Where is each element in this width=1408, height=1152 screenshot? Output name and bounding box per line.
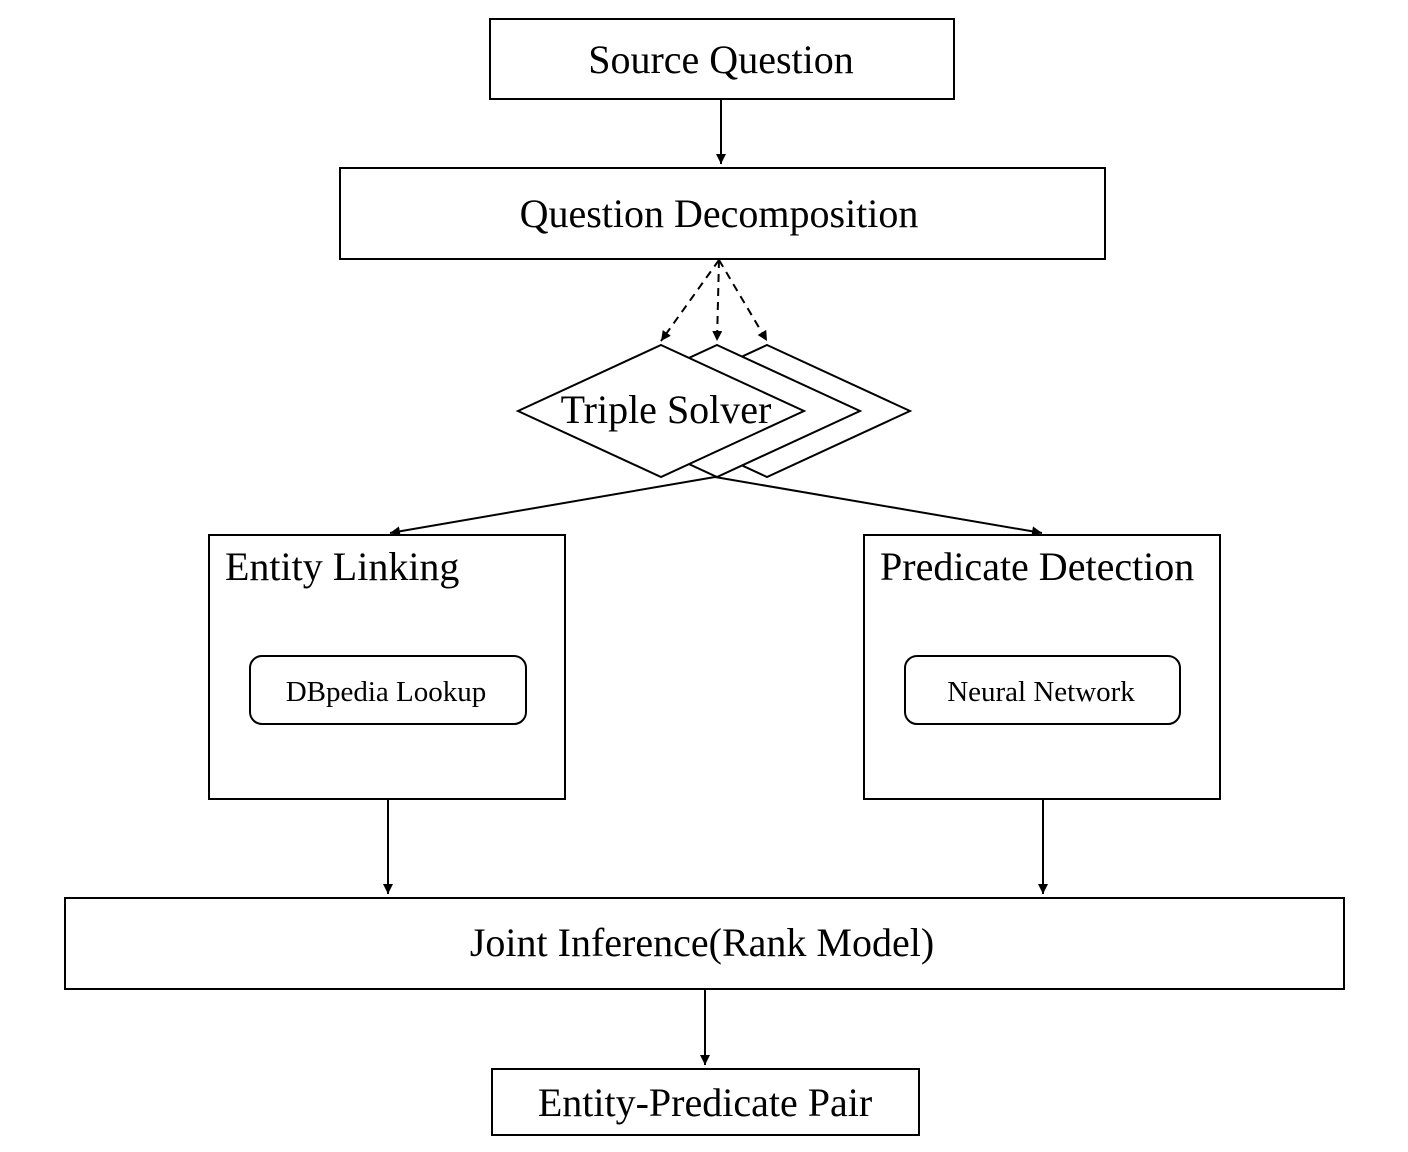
edge-solver-to-entity-linking	[389, 476, 716, 537]
question-decomposition-node: Question Decomposition	[339, 167, 1106, 260]
dashed-edge-left	[660, 259, 720, 342]
question-decomposition-label: Question Decomposition	[520, 191, 919, 236]
triple-solver-diamond-front	[515, 343, 807, 479]
neural-network-node: Neural Network	[904, 655, 1181, 725]
source-question-label: Source Question	[588, 37, 854, 82]
edge-solver-to-predicate-detection	[714, 476, 1043, 537]
dbpedia-lookup-label: DBpedia Lookup	[286, 676, 487, 708]
dashed-edge-center	[712, 259, 723, 342]
joint-inference-node: Joint Inference(Rank Model)	[64, 897, 1345, 990]
triple-solver-label: Triple Solver	[561, 387, 772, 432]
dashed-edge-right	[718, 259, 768, 342]
entity-linking-label: Entity Linking	[225, 544, 459, 589]
dbpedia-lookup-node: DBpedia Lookup	[249, 655, 527, 725]
triple-solver-node: Triple Solver	[515, 343, 913, 479]
source-question-node: Source Question	[489, 18, 955, 100]
entity-predicate-pair-node: Entity-Predicate Pair	[491, 1068, 920, 1136]
neural-network-label: Neural Network	[947, 676, 1135, 708]
predicate-detection-label: Predicate Detection	[880, 544, 1194, 589]
entity-linking-node: Entity Linking DBpedia Lookup	[208, 534, 566, 800]
predicate-detection-node: Predicate Detection Neural Network	[863, 534, 1221, 800]
joint-inference-label: Joint Inference(Rank Model)	[470, 920, 934, 965]
dashed-edges-decomposition-to-solvers	[660, 259, 768, 342]
entity-predicate-pair-label: Entity-Predicate Pair	[538, 1080, 872, 1125]
